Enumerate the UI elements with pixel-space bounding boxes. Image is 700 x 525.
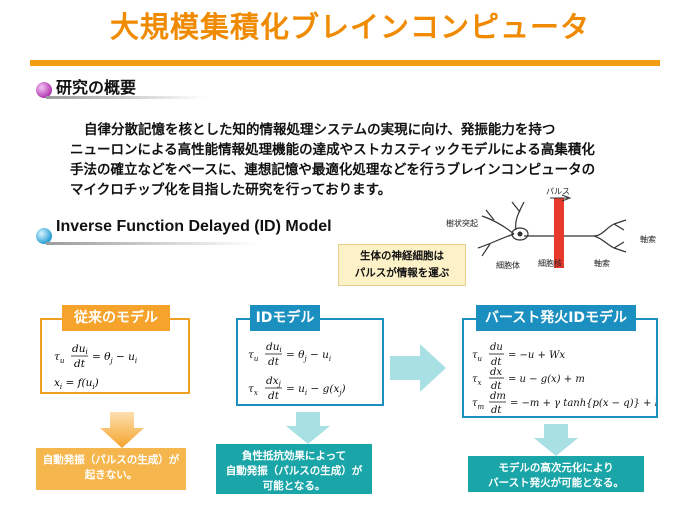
id-model-equations: τu dui dt = θj − ui τx dxj dt = ui − g(x… (248, 341, 346, 402)
burst-id-model-result: モデルの高次元化により バースト発火が可能となる。 (468, 456, 644, 492)
svg-text:dt: dt (268, 390, 280, 402)
svg-text:τm: τm (472, 398, 485, 411)
svg-text:dt: dt (491, 357, 502, 368)
section-bullet-icon (36, 228, 52, 244)
down-arrow-icon (286, 412, 330, 444)
result-line: 自動発振（パルスの生成）が (225, 465, 363, 477)
burst-id-model-tab: バースト発火IDモデル (476, 305, 636, 331)
neuron-callout: 生体の神経細胞は パルスが情報を運ぶ (338, 244, 466, 286)
section-underline (46, 242, 256, 245)
result-line: 負性抵抗効果によって (241, 450, 347, 462)
down-arrow-icon (100, 412, 144, 448)
id-model-result: 負性抵抗効果によって 自動発振（パルスの生成）が 可能となる。 (216, 444, 372, 494)
overview-text: 自律分散記憶を核とした知的情報処理システムの実現に向け、発振能力を持つ ニューロ… (70, 120, 660, 200)
overview-line: 自律分散記憶を核とした知的情報処理システムの実現に向け、発振能力を持つ (84, 122, 556, 138)
svg-text:dm: dm (490, 391, 506, 402)
svg-text:τx: τx (472, 374, 482, 387)
svg-text:τu: τu (54, 351, 65, 365)
result-line: 自動発振（パルスの生成）が (42, 454, 180, 466)
pulse-spike (554, 198, 564, 268)
svg-text:= −m + γ tanh{p(x − q)} + h: = −m + γ tanh{p(x − q)} + h (510, 398, 656, 409)
svg-text:τu: τu (472, 350, 483, 363)
model-heading: Inverse Function Delayed (ID) Model (56, 218, 332, 235)
svg-text:τx: τx (248, 383, 258, 397)
svg-text:dt: dt (268, 356, 280, 368)
neuron-illustration: パルス 樹状突起 軸索 細胞体 細胞核 軸索 (446, 187, 656, 270)
section-underline (46, 96, 206, 99)
svg-text:dx: dx (490, 367, 502, 378)
axon-label: 軸索 (640, 234, 656, 244)
conventional-model-equations: τu dui dt = θj − ui xi = f(ui) (54, 343, 137, 391)
result-line: 可能となる。 (262, 480, 326, 492)
id-model-box: τu dui dt = θj − ui τx dxj dt = ui − g(x… (236, 318, 384, 406)
callout-line: パルスが情報を運ぶ (354, 267, 450, 279)
svg-text:dt: dt (74, 358, 86, 370)
svg-text:= −u + Wx: = −u + Wx (508, 350, 565, 361)
id-model-tab: IDモデル (250, 305, 320, 331)
svg-text:= ui − g(xj): = ui − g(xj) (286, 383, 346, 397)
svg-text:dt: dt (491, 405, 502, 416)
overview-line: ニューロンによる高性能情報処理機能の達成やストカスティックモデルによる高集積化 (70, 142, 595, 158)
dendrite-label: 樹状突起 (446, 218, 478, 228)
conventional-model-box: τu dui dt = θj − ui xi = f(ui) (40, 318, 190, 394)
svg-text:= u − g(x) + m: = u − g(x) + m (508, 374, 585, 385)
neuron-shape (477, 201, 627, 257)
title-underline (30, 60, 660, 66)
section-bullet-icon (36, 82, 52, 98)
callout-line: 生体の神経細胞は (360, 250, 444, 262)
overview-heading: 研究の概要 (56, 78, 137, 97)
axon-label: 軸索 (594, 258, 610, 268)
svg-text:dt: dt (491, 381, 502, 392)
burst-id-model-equations: τu du dt = −u + Wx τx dx dt = u − g(x) +… (472, 342, 661, 416)
svg-text:dui: dui (72, 343, 88, 356)
conventional-model-tab: 従来のモデル (62, 305, 170, 331)
pulse-label: パルス (546, 187, 570, 196)
svg-text:dui: dui (266, 341, 282, 354)
svg-text:= θj − ui: = θj − ui (92, 351, 137, 365)
result-line: 起きない。 (84, 469, 138, 481)
page-title: 大規模集積化ブレインコンピュータ (109, 10, 590, 44)
overview-line: 手法の確立などをベースに、連想記憶や最適化処理などを行うブレインコンピュータの (70, 162, 596, 178)
cell-body-label: 細胞体 (496, 260, 520, 270)
conventional-model-result: 自動発振（パルスの生成）が 起きない。 (36, 448, 186, 490)
result-line: モデルの高次元化により (498, 462, 614, 474)
svg-text:= θj − ui: = θj − ui (286, 349, 331, 363)
down-arrow-icon (534, 424, 578, 456)
nucleus-label: 細胞核 (538, 258, 562, 268)
right-arrow-icon (390, 344, 446, 392)
svg-text:τu: τu (248, 349, 259, 363)
overview-line: マイクロチップ化を目指した研究を行っております。 (70, 182, 392, 198)
svg-text:xi = f(ui): xi = f(ui) (54, 377, 99, 391)
result-line: バースト発火が可能となる。 (488, 477, 624, 489)
burst-id-model-box: τu du dt = −u + Wx τx dx dt = u − g(x) +… (462, 318, 661, 418)
svg-text:dxj: dxj (266, 375, 282, 388)
svg-text:du: du (490, 342, 503, 353)
